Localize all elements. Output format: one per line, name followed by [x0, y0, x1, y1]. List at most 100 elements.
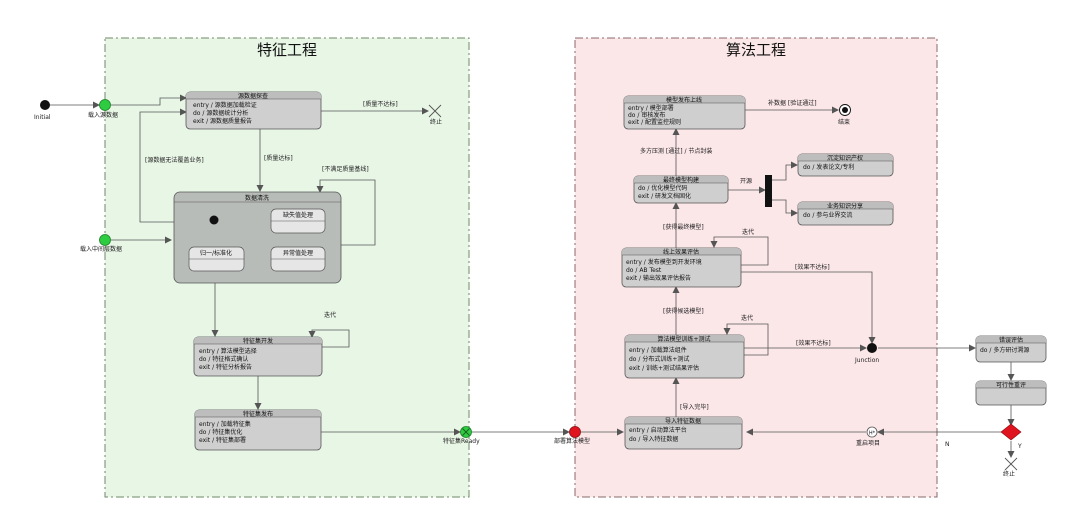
state-final-build: 最终模型构建 do / 优化模型代码 exit / 研发文档固化: [633, 175, 729, 204]
terminate-icon-2: [1004, 457, 1018, 471]
state-line: exit / 特征分析报告: [199, 363, 252, 371]
load-mid-label: 载入中间层数据: [80, 245, 122, 253]
state-outlier-label: 异常值处理: [283, 249, 313, 257]
state-online-eval: 线上效果评估 entry / 发布模型到开发环境 do / AB Test ex…: [621, 247, 742, 288]
load-mid-node: [99, 234, 111, 246]
state-title: 可行性重评: [996, 381, 1026, 389]
edge-iterate1: [308, 329, 350, 348]
state-line: exit / 研发文档固化: [638, 192, 691, 200]
label-iterate3: 迭代: [741, 314, 753, 322]
state-title: 沉淀知识产权: [827, 154, 863, 162]
state-clean: 数据清洗 缺失值处理 异常值处理 归一/标准化: [173, 191, 342, 284]
state-title: 源数据探查: [238, 92, 268, 100]
state-line: entry / 加载算法组件: [629, 346, 687, 354]
load-source-label: 载入源数据: [88, 111, 118, 119]
state-title: 模型发布上线: [666, 96, 702, 104]
state-line: exit / 源数据质量报告: [193, 117, 252, 125]
state-line: exit / 输出效果评估报告: [626, 274, 691, 282]
label-iterate1: 迭代: [324, 311, 336, 319]
state-line: exit / 特征集部署: [199, 436, 246, 444]
label-open-source: 开源: [740, 177, 752, 185]
state-line: do / 审核发布: [628, 111, 665, 119]
label-iterate2: 迭代: [742, 228, 754, 236]
label-quality-pass: [质量达标]: [264, 154, 293, 162]
state-model-release: 模型发布上线 entry / 模型部署 do / 审核发布 exit / 配置监…: [623, 95, 746, 130]
state-line: do / AB Test: [626, 267, 662, 274]
ready-label: 特征集Ready: [443, 437, 480, 445]
state-line: do / 分布式训练+测试: [629, 355, 689, 363]
state-line: do / 参与业界交流: [803, 211, 852, 219]
state-title: 导入特征数据: [665, 417, 701, 425]
edge-cannot-cover: [139, 108, 187, 223]
end-node: [839, 104, 851, 116]
junction-label: Junction: [854, 357, 879, 364]
label-cannot-cover: [源数据无法覆盖业务]: [145, 156, 204, 164]
label-get-final: [获得最终模型]: [663, 223, 704, 231]
state-title: 错误评估: [999, 336, 1023, 344]
state-title: 数据清洗: [245, 194, 269, 202]
fork-bar: [765, 175, 772, 207]
initial-node: [40, 100, 50, 110]
edge-fork-biz: [772, 199, 798, 217]
edge-load-source: [111, 94, 187, 106]
state-source-check: 源数据探查 entry / 源数据加载检证 do / 源数据统计分析 exit …: [185, 91, 322, 130]
label-get-candidate: [获得候选模型]: [663, 307, 704, 315]
ready-node: [460, 426, 472, 438]
state-title: 最终模型构建: [663, 176, 699, 184]
decision-diamond: [1000, 423, 1022, 441]
initial-label: Initial: [34, 114, 51, 121]
deploy-node: [569, 426, 581, 438]
state-import-feat: 导入特征数据 entry / 启动算法平台 do / 导入特征数据: [624, 416, 743, 450]
state-title: 特征集发布: [243, 410, 273, 418]
svg-text:H*: H*: [869, 431, 876, 437]
state-line: entry / 源数据加载检证: [193, 101, 257, 109]
state-line: do / 优化模型代码: [638, 184, 687, 192]
state-line: entry / 发布模型到开发环境: [626, 258, 702, 266]
feature-region-title: 特征工程: [257, 41, 317, 59]
load-source-node: [99, 99, 111, 111]
state-biz-share: 业务知识分享 do / 参与业界交流: [797, 201, 894, 226]
state-feat-dev: 特征集开发 entry / 算法模型选择 do / 特征格式确认 exit / …: [193, 336, 323, 377]
state-line: do / 特征集优化: [199, 428, 242, 436]
state-error-eval: 错误评估 do / 多方研讨溯源: [975, 335, 1047, 363]
state-line: do / 特征格式确认: [199, 355, 248, 363]
edge-below-baseline: [316, 179, 376, 246]
label-y: Y: [1017, 443, 1022, 450]
history-icon: H*: [866, 426, 878, 438]
state-line: do / 源数据统计分析: [193, 109, 248, 117]
label-n: N: [945, 441, 950, 448]
state-line: entry / 加载特征集: [199, 420, 251, 428]
deploy-label: 部署算法模型: [554, 437, 590, 445]
terminate-label-2: 终止: [1003, 470, 1015, 478]
label-below-baseline: [不满足质量基线]: [322, 165, 369, 173]
state-missing-label: 缺失值处理: [283, 211, 313, 219]
algorithm-region-title: 算法工程: [726, 41, 786, 59]
label-external-data: 补数据 [验证通过]: [768, 99, 817, 107]
state-line: entry / 算法模型选择: [199, 347, 257, 355]
state-title: 业务知识分享: [827, 202, 863, 210]
restart-label: 重启项目: [856, 439, 880, 447]
clean-initial-node: [209, 215, 219, 225]
state-ip: 沉淀知识产权 do / 发表论文/专利: [797, 153, 894, 177]
edge-iterate3: [723, 323, 769, 356]
state-line: entry / 模型部署: [628, 104, 674, 112]
label-multi-pressure: 多方压测 [通过] / 节点封装: [640, 147, 712, 155]
state-feat-pub: 特征集发布 entry / 加载特征集 do / 特征集优化 exit / 特征…: [194, 409, 322, 451]
junction-node: [867, 343, 877, 353]
state-line: entry / 启动算法平台: [629, 426, 687, 434]
label-effect-fail2: [效果不达标]: [796, 339, 831, 347]
state-title: 线上效果评估: [663, 248, 699, 256]
state-train-test: 算法模型训练+测试 entry / 加载算法组件 do / 分布式训练+测试 e…: [624, 334, 745, 379]
state-line: do / 发表论文/专利: [803, 163, 854, 171]
state-line: do / 导入特征数据: [629, 435, 678, 443]
edge-eval-junction: [741, 271, 876, 344]
state-line: do / 多方研讨溯源: [980, 346, 1029, 354]
label-import-complete: [导入完毕]: [680, 403, 709, 411]
state-feasibility: 可行性重评: [975, 380, 1047, 406]
state-title: 算法模型训练+测试: [657, 335, 710, 343]
label-effect-fail1: [效果不达标]: [795, 263, 830, 271]
state-normalize-label: 归一/标准化: [200, 249, 232, 257]
end-label: 结束: [838, 118, 850, 126]
edge-iterate2: [710, 236, 769, 266]
